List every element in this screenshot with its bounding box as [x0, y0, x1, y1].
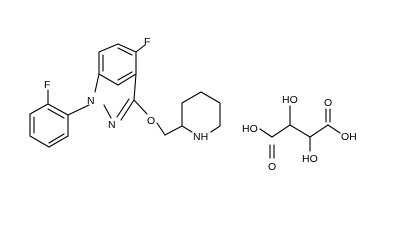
- hydroxyl-label-lower: HO: [302, 153, 318, 165]
- hydroxyl-label-right-acid: OH: [341, 131, 357, 143]
- chemical-structure-diagram: F F N N O NH HO HO HO O O OH: [29, 36, 357, 173]
- hydroxyl-label-left-acid: HO: [242, 123, 258, 135]
- fluorine-label-aryl: F: [44, 79, 50, 91]
- nitrogen-label-n2: N: [108, 119, 116, 131]
- pyrazole-ring: [94, 73, 137, 121]
- oxygen-label-ether: O: [147, 115, 155, 127]
- tartaric-acid: [259, 105, 341, 159]
- c-f-bond-top: [135, 44, 146, 53]
- fluorophenyl-ring: [29, 103, 90, 148]
- indazole-benzene-ring: [98, 43, 137, 86]
- nitrogen-label-n1: N: [87, 95, 95, 107]
- c3-o-bond: [133, 99, 148, 115]
- ch2-piperidine-bond: [164, 125, 183, 136]
- molecule-drawing: F F N N O NH HO HO HO O O OH: [29, 36, 357, 173]
- piperidine-nh-label: NH: [193, 131, 208, 143]
- hydroxyl-label-upper: HO: [282, 94, 298, 106]
- oxygen-label-right-carbonyl: O: [324, 97, 332, 109]
- o-ch2-bond: [156, 122, 166, 136]
- fluorine-label-top: F: [144, 36, 150, 48]
- oxygen-label-left-carbonyl: O: [268, 161, 276, 173]
- piperidine-ring: [181, 91, 221, 133]
